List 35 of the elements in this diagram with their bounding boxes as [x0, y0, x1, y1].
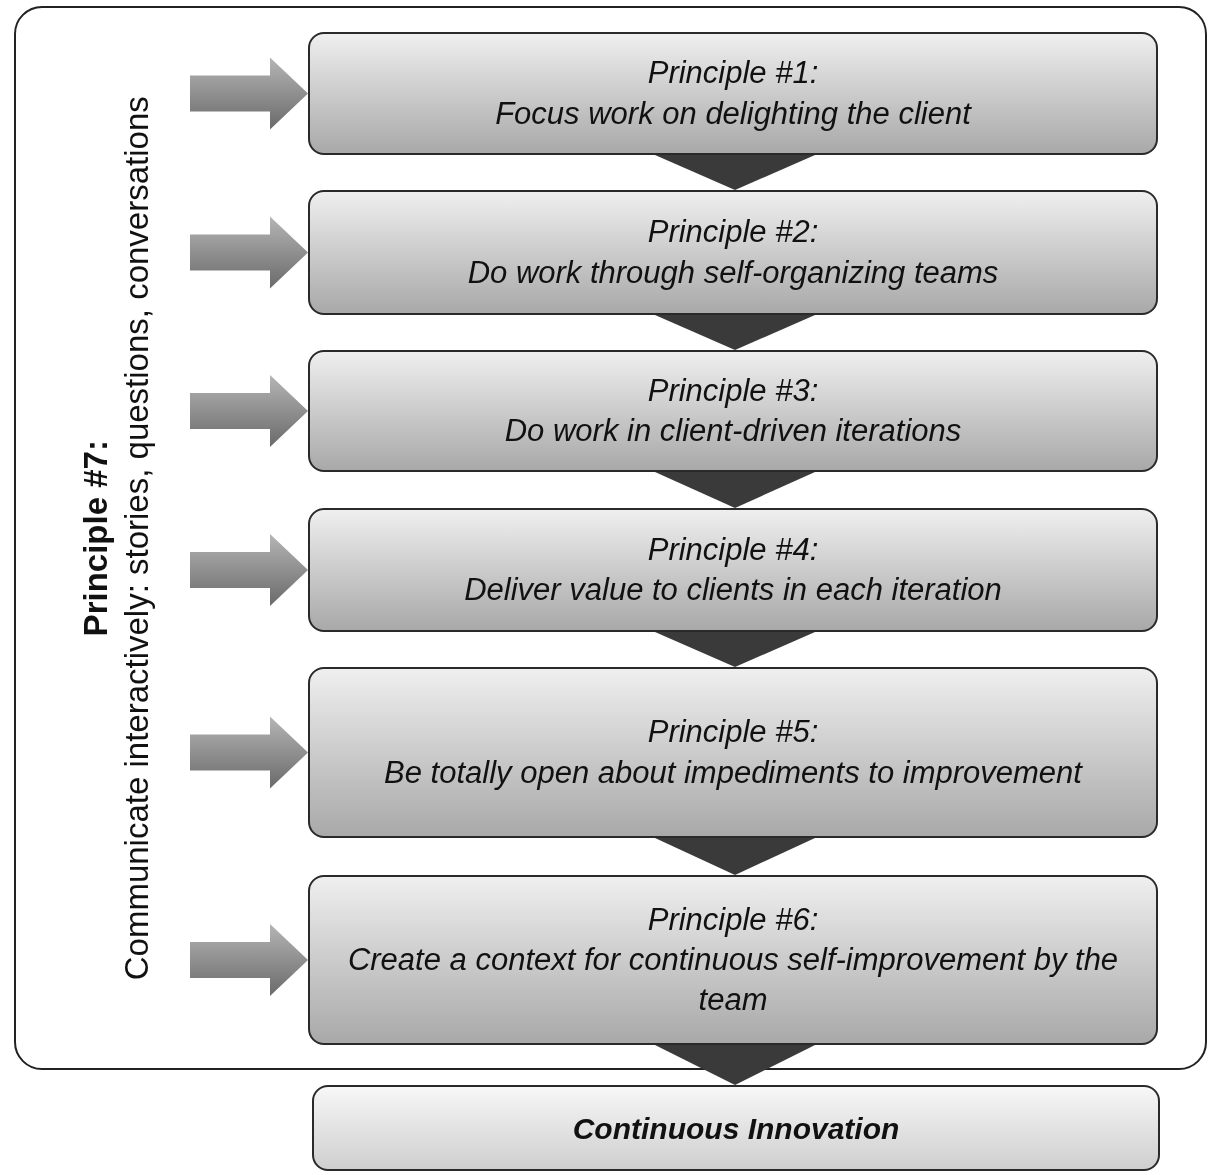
block-arrow	[190, 216, 308, 289]
chevron-arrow	[655, 1045, 815, 1085]
process-box	[308, 350, 1158, 472]
principle-heading: Principle #4:	[647, 530, 819, 569]
process-box	[308, 190, 1158, 315]
principle-text: Do work through self-organizing teams	[467, 253, 999, 292]
process-box	[308, 667, 1158, 838]
principle-text: Create a context for continuous self-improvement by the team	[346, 940, 1120, 1020]
process-box	[308, 508, 1158, 632]
principle-text: Deliver value to clients in each iteration	[464, 571, 1002, 609]
process-box	[312, 1085, 1160, 1171]
chevron-arrow	[655, 632, 815, 667]
principle-heading: Principle #2:	[647, 213, 819, 252]
principle-text: Do work in client-driven iterations	[504, 412, 962, 450]
principle-text: Be totally open about impediments to improvement	[384, 753, 1082, 792]
block-arrow	[190, 534, 308, 606]
box-title: Continuous Innovation	[572, 1110, 900, 1147]
outer-frame	[14, 6, 1207, 1070]
principle-heading: Principle #3:	[647, 371, 819, 410]
process-box	[308, 32, 1158, 155]
principle-heading: Principle #5:	[647, 713, 819, 752]
principle-heading: Principle #7:	[75, 439, 115, 637]
chevron-arrow	[655, 472, 815, 508]
process-box	[308, 875, 1158, 1045]
chevron-arrow	[655, 155, 815, 190]
principle-heading: Principle #6:	[647, 900, 819, 939]
block-arrow	[190, 716, 308, 789]
block-arrow	[190, 57, 308, 130]
chevron-arrow	[655, 315, 815, 350]
principle-heading: Principle #1:	[647, 54, 819, 93]
block-arrow	[190, 924, 308, 996]
principle-text: Communicate interactively: stories, questions, conversations	[117, 95, 156, 981]
principle-text: Focus work on delighting the client	[495, 94, 971, 133]
block-arrow	[190, 375, 308, 447]
chevron-arrow	[655, 838, 815, 875]
